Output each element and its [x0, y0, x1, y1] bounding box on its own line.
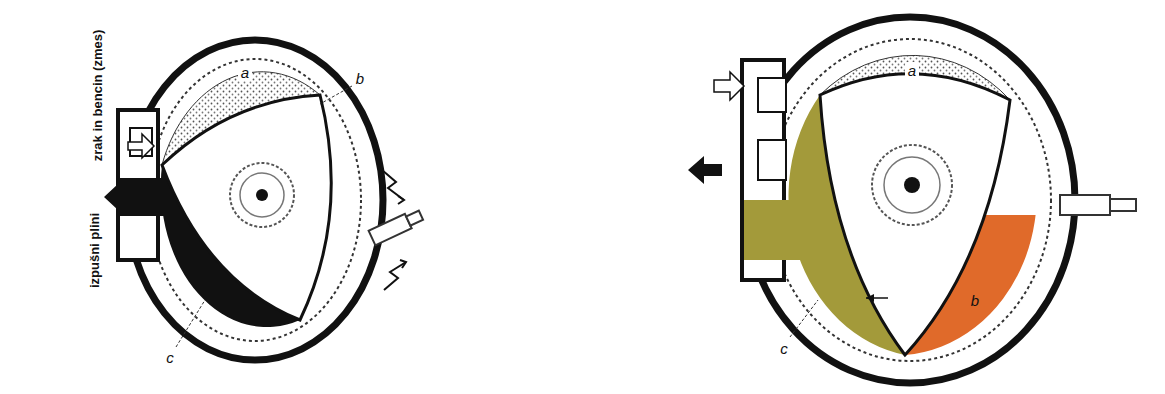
- part-letter: b: [353, 70, 367, 87]
- part-letter: a: [905, 62, 919, 79]
- outlet-label: izpušni plini: [88, 212, 101, 287]
- inlet-label: zrak in bencin (zmes): [91, 29, 104, 160]
- right-engine: [688, 17, 1136, 383]
- part-letter: c: [777, 340, 791, 357]
- left-engine: [104, 40, 424, 360]
- part-letter: a: [238, 64, 252, 81]
- part-letter: b: [968, 292, 982, 309]
- part-letter: c: [163, 349, 177, 366]
